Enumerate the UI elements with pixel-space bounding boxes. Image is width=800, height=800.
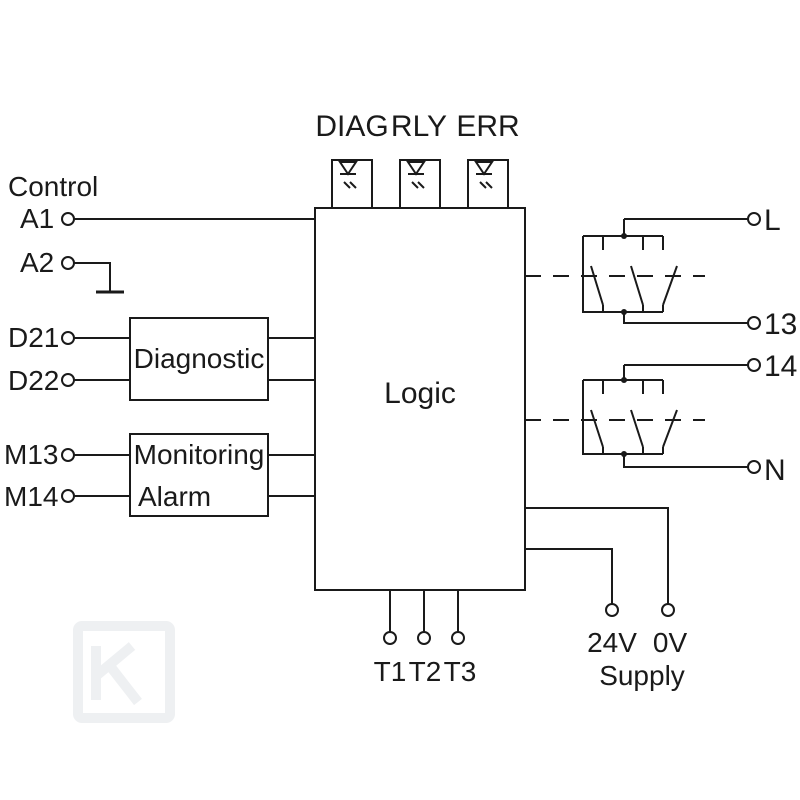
terminal-t2 bbox=[417, 631, 431, 645]
monitoring-alarm-block bbox=[129, 433, 269, 517]
diagnostic-block bbox=[129, 317, 269, 401]
alarm-label: Alarm bbox=[138, 481, 211, 512]
terminal-a2 bbox=[61, 256, 75, 270]
led-diag-icon bbox=[331, 159, 373, 208]
terminal-label-13: 13 bbox=[764, 308, 797, 341]
terminal-13 bbox=[747, 316, 761, 330]
relay-contacts-1-icon bbox=[525, 218, 748, 324]
terminal-t3 bbox=[451, 631, 465, 645]
terminal-label-d21: D21 bbox=[8, 322, 59, 353]
logic-block bbox=[314, 207, 526, 591]
terminal-d22 bbox=[61, 373, 75, 387]
terminal-label-t2: T2 bbox=[409, 656, 442, 687]
led-err-icon bbox=[467, 159, 509, 208]
relay-contacts-2-icon bbox=[525, 364, 748, 468]
terminal-n bbox=[747, 460, 761, 474]
terminal-label-14: 14 bbox=[764, 350, 797, 383]
terminal-label-t3: T3 bbox=[444, 656, 477, 687]
watermark-logo bbox=[73, 621, 175, 723]
terminal-label-a1: A1 bbox=[20, 203, 54, 234]
logic-label: Logic bbox=[384, 377, 456, 410]
led-label-rly: RLY bbox=[391, 110, 447, 143]
terminal-14 bbox=[747, 358, 761, 372]
terminal-label-t1: T1 bbox=[374, 656, 407, 687]
control-title: Control bbox=[8, 171, 98, 202]
terminal-24v bbox=[605, 603, 619, 617]
terminal-label-n: N bbox=[764, 454, 786, 487]
terminal-m14 bbox=[61, 489, 75, 503]
terminal-t1 bbox=[383, 631, 397, 645]
terminal-label-a2: A2 bbox=[20, 247, 54, 278]
terminal-label-l: L bbox=[764, 204, 781, 237]
terminal-a1 bbox=[61, 212, 75, 226]
terminal-label-d22: D22 bbox=[8, 365, 59, 396]
terminal-label-m13: M13 bbox=[4, 439, 58, 470]
terminal-label-0v: 0V bbox=[653, 627, 688, 658]
terminal-label-24v: 24V bbox=[587, 627, 637, 658]
terminal-l bbox=[747, 212, 761, 226]
supply-label: Supply bbox=[599, 660, 685, 691]
monitoring-label: Monitoring bbox=[134, 439, 265, 470]
terminal-m13 bbox=[61, 448, 75, 462]
led-label-diag: DIAG bbox=[315, 110, 388, 143]
led-label-err: ERR bbox=[456, 110, 519, 143]
led-rly-icon bbox=[399, 159, 441, 208]
terminal-label-m14: M14 bbox=[4, 481, 58, 512]
terminal-0v bbox=[661, 603, 675, 617]
diagnostic-label: Diagnostic bbox=[134, 343, 265, 374]
terminal-d21 bbox=[61, 331, 75, 345]
